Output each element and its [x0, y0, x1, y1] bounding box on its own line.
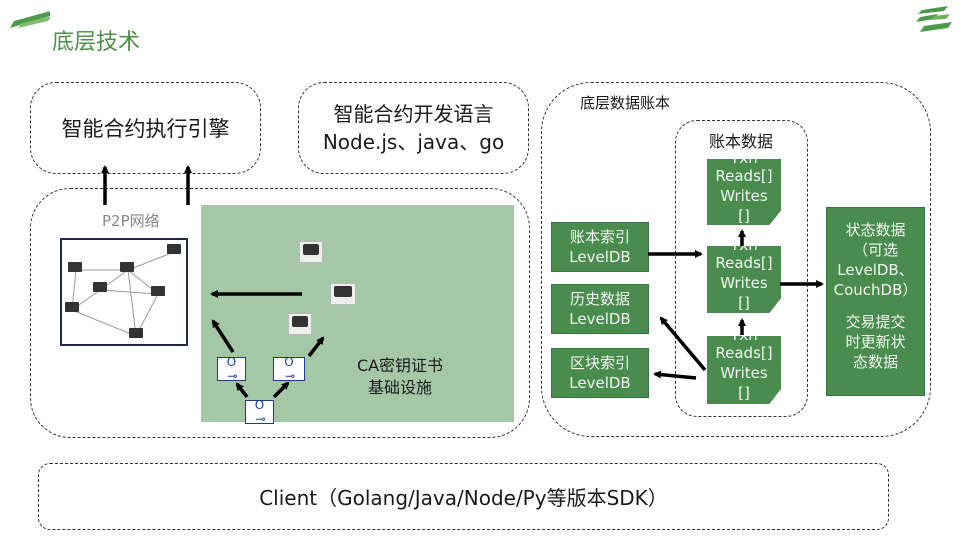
state-data-box: 状态数据 （可选 LevelDB、 CouchDB） 交易提交 时更新状 态数据 — [826, 207, 925, 396]
logo-left-svg — [10, 11, 50, 28]
contract-language-box: 智能合约开发语言 Node.js、java、go — [298, 82, 529, 174]
contract-engine-label: 智能合约执行引擎 — [61, 117, 230, 141]
logo-stripes-right-icon — [912, 6, 952, 36]
ledger-container — [541, 82, 931, 437]
client-sdk-label: Client（Golang/Java/Node/Py等版本SDK） — [259, 486, 668, 510]
logo-right-svg — [916, 6, 952, 32]
page-title: 底层技术 — [52, 30, 141, 55]
computer-icon — [299, 241, 323, 263]
reads-label: Reads[] — [715, 254, 773, 272]
ca-line-1: CA密钥证书 — [356, 356, 444, 375]
history-line-1: 历史数据 — [569, 290, 630, 308]
state-line-3: LevelDB、 — [837, 261, 914, 279]
block-index-line-1: 区块索引 — [569, 354, 630, 372]
state-line-1: 状态数据 — [845, 221, 906, 239]
network-container — [30, 188, 530, 438]
ledger-title: 底层数据账本 — [580, 94, 671, 112]
ledger-data-container — [675, 120, 808, 417]
state-line-7: 态数据 — [852, 353, 898, 371]
writes-label: Writes — [720, 364, 768, 382]
computer-icon — [330, 283, 356, 305]
ca-infrastructure-panel — [201, 205, 514, 422]
index-line-1: 账本索引 — [569, 228, 630, 246]
writes-brackets: [] — [738, 384, 750, 402]
writes-label: Writes — [720, 274, 768, 292]
key-icon: O⊸ — [245, 398, 274, 426]
contract-engine-box: 智能合约执行引擎 — [30, 82, 261, 174]
p2p-network-svg — [65, 244, 181, 338]
txn-label: Txn — [707, 159, 781, 168]
ledger-data-title: 账本数据 — [709, 132, 774, 151]
p2p-label: P2P网络 — [102, 212, 160, 230]
block-index-line-2: LevelDB — [569, 374, 631, 392]
state-line-6: 时更新状 — [845, 333, 906, 351]
contract-language-label: 智能合约开发语言 — [333, 102, 494, 126]
reads-label: Reads[] — [715, 167, 773, 185]
state-line-2: （可选 — [852, 241, 898, 259]
block-index-box: 区块索引 LevelDB — [551, 348, 649, 398]
txn-label: Txn — [707, 336, 781, 345]
transaction-card: Txn Reads[] Writes [] — [707, 159, 781, 225]
ca-infrastructure-label: CA密钥证书 基础设施 — [340, 355, 460, 399]
transaction-card: Txn Reads[] Writes [] — [707, 336, 781, 404]
client-sdk-box: Client（Golang/Java/Node/Py等版本SDK） — [38, 463, 889, 530]
reads-label: Reads[] — [715, 344, 773, 362]
transaction-card: Txn Reads[] Writes [] — [707, 246, 781, 313]
logo-stripes-left-icon — [8, 8, 50, 30]
state-line-5: 交易提交 — [845, 313, 906, 331]
p2p-network-diagram — [60, 238, 188, 346]
writes-brackets: [] — [738, 207, 750, 225]
contract-language-list: Node.js、java、go — [322, 130, 505, 154]
key-icon: O⊸ — [217, 355, 246, 383]
index-line-2: LevelDB — [569, 248, 631, 266]
history-line-2: LevelDB — [569, 310, 631, 328]
txn-label: Txn — [707, 246, 781, 255]
state-line-4: CouchDB） — [833, 281, 918, 299]
writes-brackets: [] — [738, 294, 750, 312]
ca-line-2: 基础设施 — [367, 378, 432, 397]
writes-label: Writes — [720, 187, 768, 205]
computer-icon — [288, 313, 312, 335]
ledger-index-box: 账本索引 LevelDB — [551, 222, 649, 272]
history-data-box: 历史数据 LevelDB — [551, 284, 649, 334]
key-icon: O⊸ — [273, 355, 305, 383]
